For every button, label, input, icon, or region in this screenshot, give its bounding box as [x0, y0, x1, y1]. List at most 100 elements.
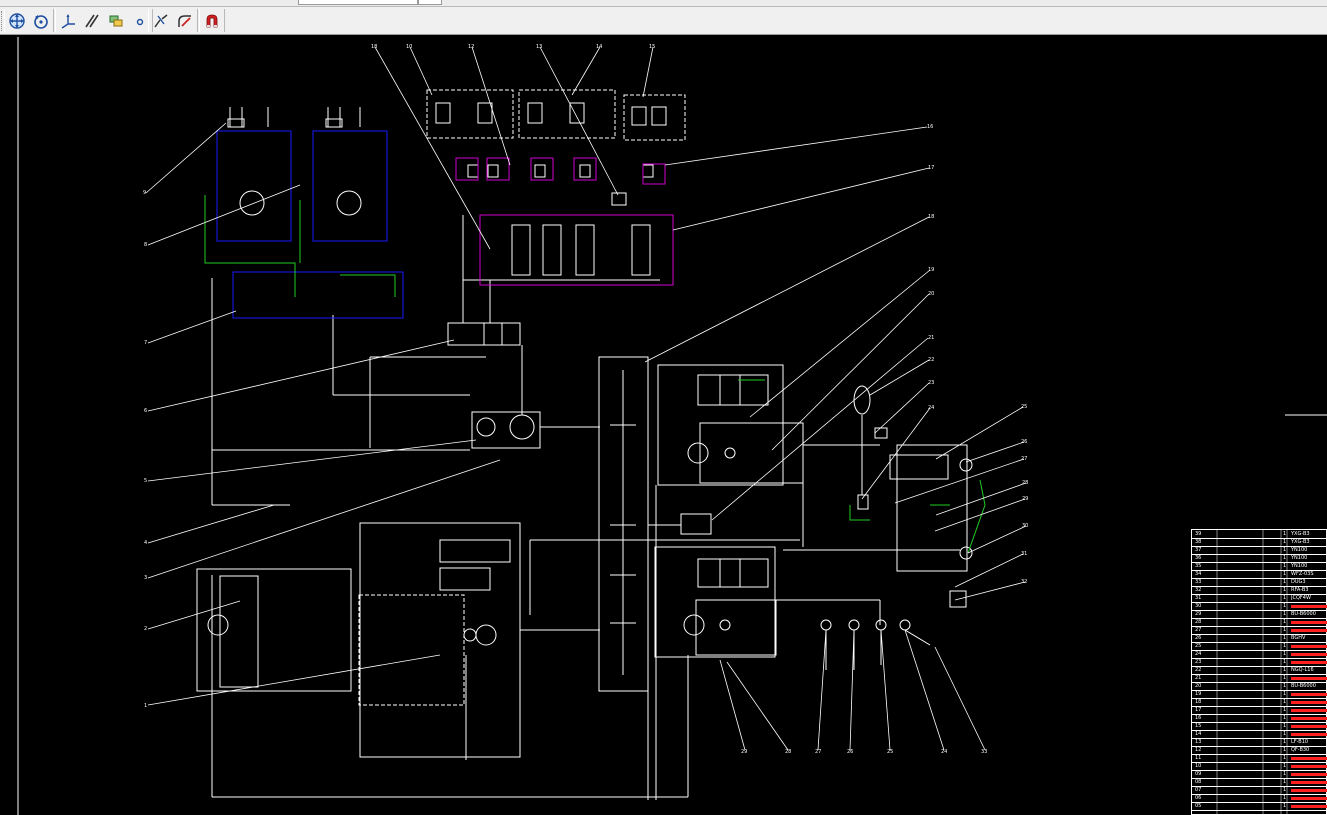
bom-cell-qty: 1	[1283, 611, 1287, 617]
bom-cell-no: 37	[1195, 547, 1202, 553]
bom-cell-qty: 1	[1283, 643, 1287, 649]
parallel-lines-icon[interactable]	[81, 10, 103, 32]
bom-cell-no: 31	[1195, 595, 1202, 601]
bom-cell-qty: 1	[1283, 603, 1287, 609]
balloon-label: 20	[928, 291, 934, 297]
bom-cell-no: 13	[1195, 739, 1202, 745]
bom-cell-model	[1291, 765, 1327, 768]
balloon-label: 18	[371, 44, 377, 50]
bom-cell-model	[1291, 805, 1327, 808]
bom-cell-qty: 1	[1283, 579, 1287, 585]
layer-combo-box[interactable]	[298, 0, 418, 5]
break-line-icon[interactable]	[150, 10, 172, 32]
balloon-label: 25	[1021, 404, 1027, 410]
fillet-icon[interactable]	[174, 10, 196, 32]
bom-cell-model: YN100	[1291, 547, 1308, 553]
bom-cell-qty: 1	[1283, 795, 1287, 801]
drawing-canvas[interactable]: 18 10 12 13 14 15 16 17 18 19 20 21 22 2…	[0, 35, 1327, 815]
bom-cell-model	[1291, 781, 1327, 784]
bom-cell-model: WFZ-03S	[1291, 571, 1314, 577]
bom-cell-no: 19	[1195, 691, 1202, 697]
balloon-label: 9	[143, 190, 146, 196]
bom-cell-model	[1291, 677, 1327, 680]
balloon-label: 4	[144, 540, 147, 546]
bom-cell-model	[1291, 789, 1327, 792]
bom-cell-no: 14	[1195, 731, 1202, 737]
bom-cell-no: 17	[1195, 707, 1202, 713]
bom-cell-qty: 1	[1283, 587, 1287, 593]
bom-cell-model	[1291, 733, 1327, 736]
balloon-label: 31	[1021, 551, 1027, 557]
bom-row: 24 1	[1191, 651, 1327, 659]
bom-cell-no: 11	[1195, 755, 1202, 761]
bom-cell-no: 39	[1195, 531, 1202, 537]
bom-cell-no: 24	[1195, 651, 1202, 657]
bom-cell-qty: 1	[1283, 619, 1287, 625]
bom-cell-qty: 1	[1283, 707, 1287, 713]
balloon-label: 28	[1022, 480, 1028, 486]
balloon-label: 2	[144, 626, 147, 632]
balloon-label: 12	[468, 44, 474, 50]
balloon-label: 29	[741, 749, 747, 755]
balloon-label: 24	[941, 749, 947, 755]
bom-cell-no: 29	[1195, 611, 1202, 617]
bom-cell-qty: 1	[1283, 739, 1287, 745]
bom-cell-model	[1291, 661, 1327, 664]
bom-cell-model: JCQF4W	[1291, 595, 1311, 601]
layer-states-icon[interactable]	[105, 10, 127, 32]
bom-cell-model: YN100	[1291, 563, 1308, 569]
bom-cell-model	[1291, 773, 1327, 776]
orbit-icon[interactable]	[30, 10, 52, 32]
bom-row: 28 1	[1191, 619, 1327, 627]
bom-row: 19 1	[1191, 691, 1327, 699]
bom-cell-model	[1291, 717, 1327, 720]
balloon-label: 25	[887, 749, 893, 755]
point-icon[interactable]	[129, 10, 151, 32]
bom-cell-qty: 1	[1283, 787, 1287, 793]
toolbar-group-draw	[55, 9, 153, 32]
bom-cell-qty: 1	[1283, 723, 1287, 729]
bom-cell-model	[1291, 645, 1327, 648]
bom-cell-qty: 1	[1283, 715, 1287, 721]
bom-cell-model: YN100	[1291, 555, 1308, 561]
bom-cell-qty: 1	[1283, 691, 1287, 697]
magnet-snap-icon[interactable]	[201, 10, 223, 32]
bom-cell-no: 18	[1195, 699, 1202, 705]
bom-cell-qty: 1	[1283, 595, 1287, 601]
menu-strip	[0, 0, 1327, 7]
bom-cell-model	[1291, 725, 1327, 728]
pan-realtime-icon[interactable]	[6, 10, 28, 32]
hydraulic-schematic: 18 10 12 13 14 15 16 17 18 19 20 21 22 2…	[17, 37, 1327, 815]
bom-cell-model	[1291, 621, 1327, 624]
bom-cell-no: 26	[1195, 635, 1202, 641]
balloon-label: 28	[785, 749, 791, 755]
ucs-icon[interactable]	[57, 10, 79, 32]
bom-row: 17 1	[1191, 707, 1327, 715]
bom-cell-no: 28	[1195, 619, 1202, 625]
bom-cell-qty: 1	[1283, 531, 1287, 537]
bom-cell-model: NGQ-L16	[1291, 667, 1314, 673]
bom-cell-qty: 1	[1283, 563, 1287, 569]
bom-cell-qty: 1	[1283, 651, 1287, 657]
bom-cell-no: 23	[1195, 659, 1202, 665]
layer-combo-arrow[interactable]	[418, 0, 442, 5]
toolbar-grip[interactable]	[1, 11, 5, 31]
balloon-label: 16	[927, 124, 933, 130]
bom-cell-model	[1291, 653, 1327, 656]
